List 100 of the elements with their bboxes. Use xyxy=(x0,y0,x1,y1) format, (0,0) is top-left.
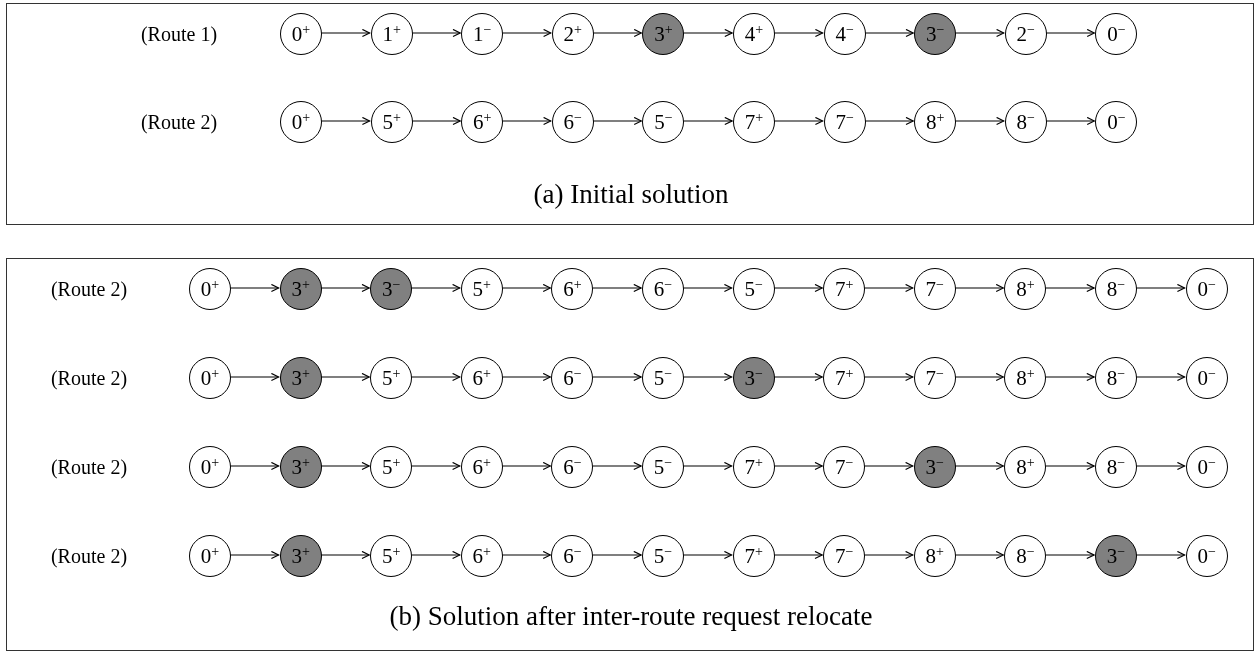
arrow xyxy=(320,116,371,126)
node-circle: 5$^{−}$ xyxy=(642,101,685,143)
arrow xyxy=(501,461,551,471)
highlighted-node-circle: 3$^{+}$ xyxy=(279,535,322,577)
arrow xyxy=(1045,28,1095,38)
node-circle: 7$^{−}$ xyxy=(823,446,866,488)
arrow xyxy=(954,372,1004,382)
arrow xyxy=(863,461,914,471)
node-circle: 7$^{+}$ xyxy=(732,446,775,488)
node-circle: 8$^{+}$ xyxy=(914,101,957,143)
arrow xyxy=(591,283,642,293)
node-circle: 0$^{−}$ xyxy=(1185,268,1228,310)
arrow xyxy=(501,283,551,293)
highlighted-node-circle: 3$^{−}$ xyxy=(370,268,413,310)
route-label: (Route 2) xyxy=(50,277,128,301)
node-circle: 8$^{−}$ xyxy=(1004,535,1047,577)
arrow xyxy=(229,283,280,293)
arrow xyxy=(501,28,552,38)
node-circle: 5$^{−}$ xyxy=(732,268,775,310)
panel-frame xyxy=(6,258,1254,651)
node-circle: 7$^{+}$ xyxy=(732,535,775,577)
node-circle: 5$^{+}$ xyxy=(370,357,413,399)
node-circle: 8$^{+}$ xyxy=(1004,446,1047,488)
arrow xyxy=(229,461,280,471)
node-circle: 0$^{+}$ xyxy=(189,357,231,399)
highlighted-node-circle: 3$^{−}$ xyxy=(914,13,957,55)
arrow xyxy=(1135,372,1186,382)
arrow xyxy=(1044,283,1095,293)
node-circle: 2$^{+}$ xyxy=(551,13,594,55)
arrow xyxy=(501,550,551,560)
node-circle: 0$^{+}$ xyxy=(280,13,322,55)
arrow xyxy=(954,116,1005,126)
arrow xyxy=(682,283,733,293)
arrow xyxy=(410,461,461,471)
arrow xyxy=(682,372,733,382)
arrow xyxy=(1044,550,1095,560)
route-label: (Route 2) xyxy=(50,455,128,479)
node-circle: 5$^{−}$ xyxy=(642,357,684,399)
node-circle: 7$^{+}$ xyxy=(733,101,775,143)
highlighted-node-circle: 3$^{+}$ xyxy=(279,357,322,399)
node-circle: 5$^{+}$ xyxy=(370,535,413,577)
arrow xyxy=(954,28,1005,38)
arrow xyxy=(320,283,370,293)
arrow xyxy=(1044,372,1095,382)
panel-frame xyxy=(6,3,1254,225)
arrow xyxy=(501,372,551,382)
arrow xyxy=(410,283,461,293)
arrow xyxy=(864,116,914,126)
arrow xyxy=(320,550,370,560)
node-circle: 8$^{+}$ xyxy=(913,535,956,577)
highlighted-node-circle: 3$^{−}$ xyxy=(732,357,775,399)
node-circle: 6$^{−}$ xyxy=(642,268,684,310)
arrow xyxy=(864,28,914,38)
route-label: (Route 2) xyxy=(50,366,128,390)
node-circle: 0$^{+}$ xyxy=(280,101,322,143)
highlighted-node-circle: 3$^{−}$ xyxy=(1095,535,1137,577)
node-circle: 6$^{−}$ xyxy=(551,101,594,143)
node-circle: 0$^{+}$ xyxy=(189,535,231,577)
node-circle: 0$^{−}$ xyxy=(1095,101,1138,143)
node-circle: 5$^{+}$ xyxy=(370,446,413,488)
arrow xyxy=(591,461,642,471)
node-circle: 5$^{+}$ xyxy=(370,101,413,143)
arrow xyxy=(1135,550,1186,560)
node-circle: 8$^{−}$ xyxy=(1004,101,1047,143)
panel-heading: (a) Initial solution xyxy=(533,178,729,210)
node-circle: 1$^{+}$ xyxy=(370,13,413,55)
node-circle: 0$^{−}$ xyxy=(1095,13,1138,55)
arrow xyxy=(682,28,733,38)
node-circle: 0$^{−}$ xyxy=(1185,446,1228,488)
arrow xyxy=(1045,116,1095,126)
node-circle: 6$^{−}$ xyxy=(551,446,594,488)
node-circle: 6$^{−}$ xyxy=(551,535,594,577)
node-circle: 7$^{+}$ xyxy=(823,357,866,399)
arrow xyxy=(773,550,823,560)
node-circle: 6$^{+}$ xyxy=(461,101,504,143)
highlighted-node-circle: 3$^{+}$ xyxy=(642,13,685,55)
arrow xyxy=(682,550,733,560)
node-circle: 6$^{+}$ xyxy=(460,535,503,577)
arrow xyxy=(410,550,461,560)
arrow xyxy=(592,116,642,126)
node-circle: 6$^{−}$ xyxy=(551,357,594,399)
highlighted-node-circle: 3$^{+}$ xyxy=(279,446,322,488)
arrow xyxy=(773,116,824,126)
node-circle: 7$^{−}$ xyxy=(823,535,866,577)
arrow xyxy=(1044,461,1095,471)
arrow xyxy=(954,461,1004,471)
arrow xyxy=(591,550,642,560)
arrow xyxy=(954,550,1004,560)
arrow xyxy=(320,28,371,38)
node-circle: 0$^{−}$ xyxy=(1185,535,1228,577)
arrow xyxy=(229,372,280,382)
node-circle: 7$^{−}$ xyxy=(913,268,956,310)
arrow xyxy=(411,28,461,38)
arrow xyxy=(501,116,552,126)
arrow xyxy=(229,550,280,560)
node-circle: 2$^{−}$ xyxy=(1004,13,1047,55)
node-circle: 8$^{−}$ xyxy=(1095,446,1137,488)
node-circle: 8$^{−}$ xyxy=(1095,357,1137,399)
node-circle: 8$^{−}$ xyxy=(1095,268,1137,310)
arrow xyxy=(773,461,823,471)
